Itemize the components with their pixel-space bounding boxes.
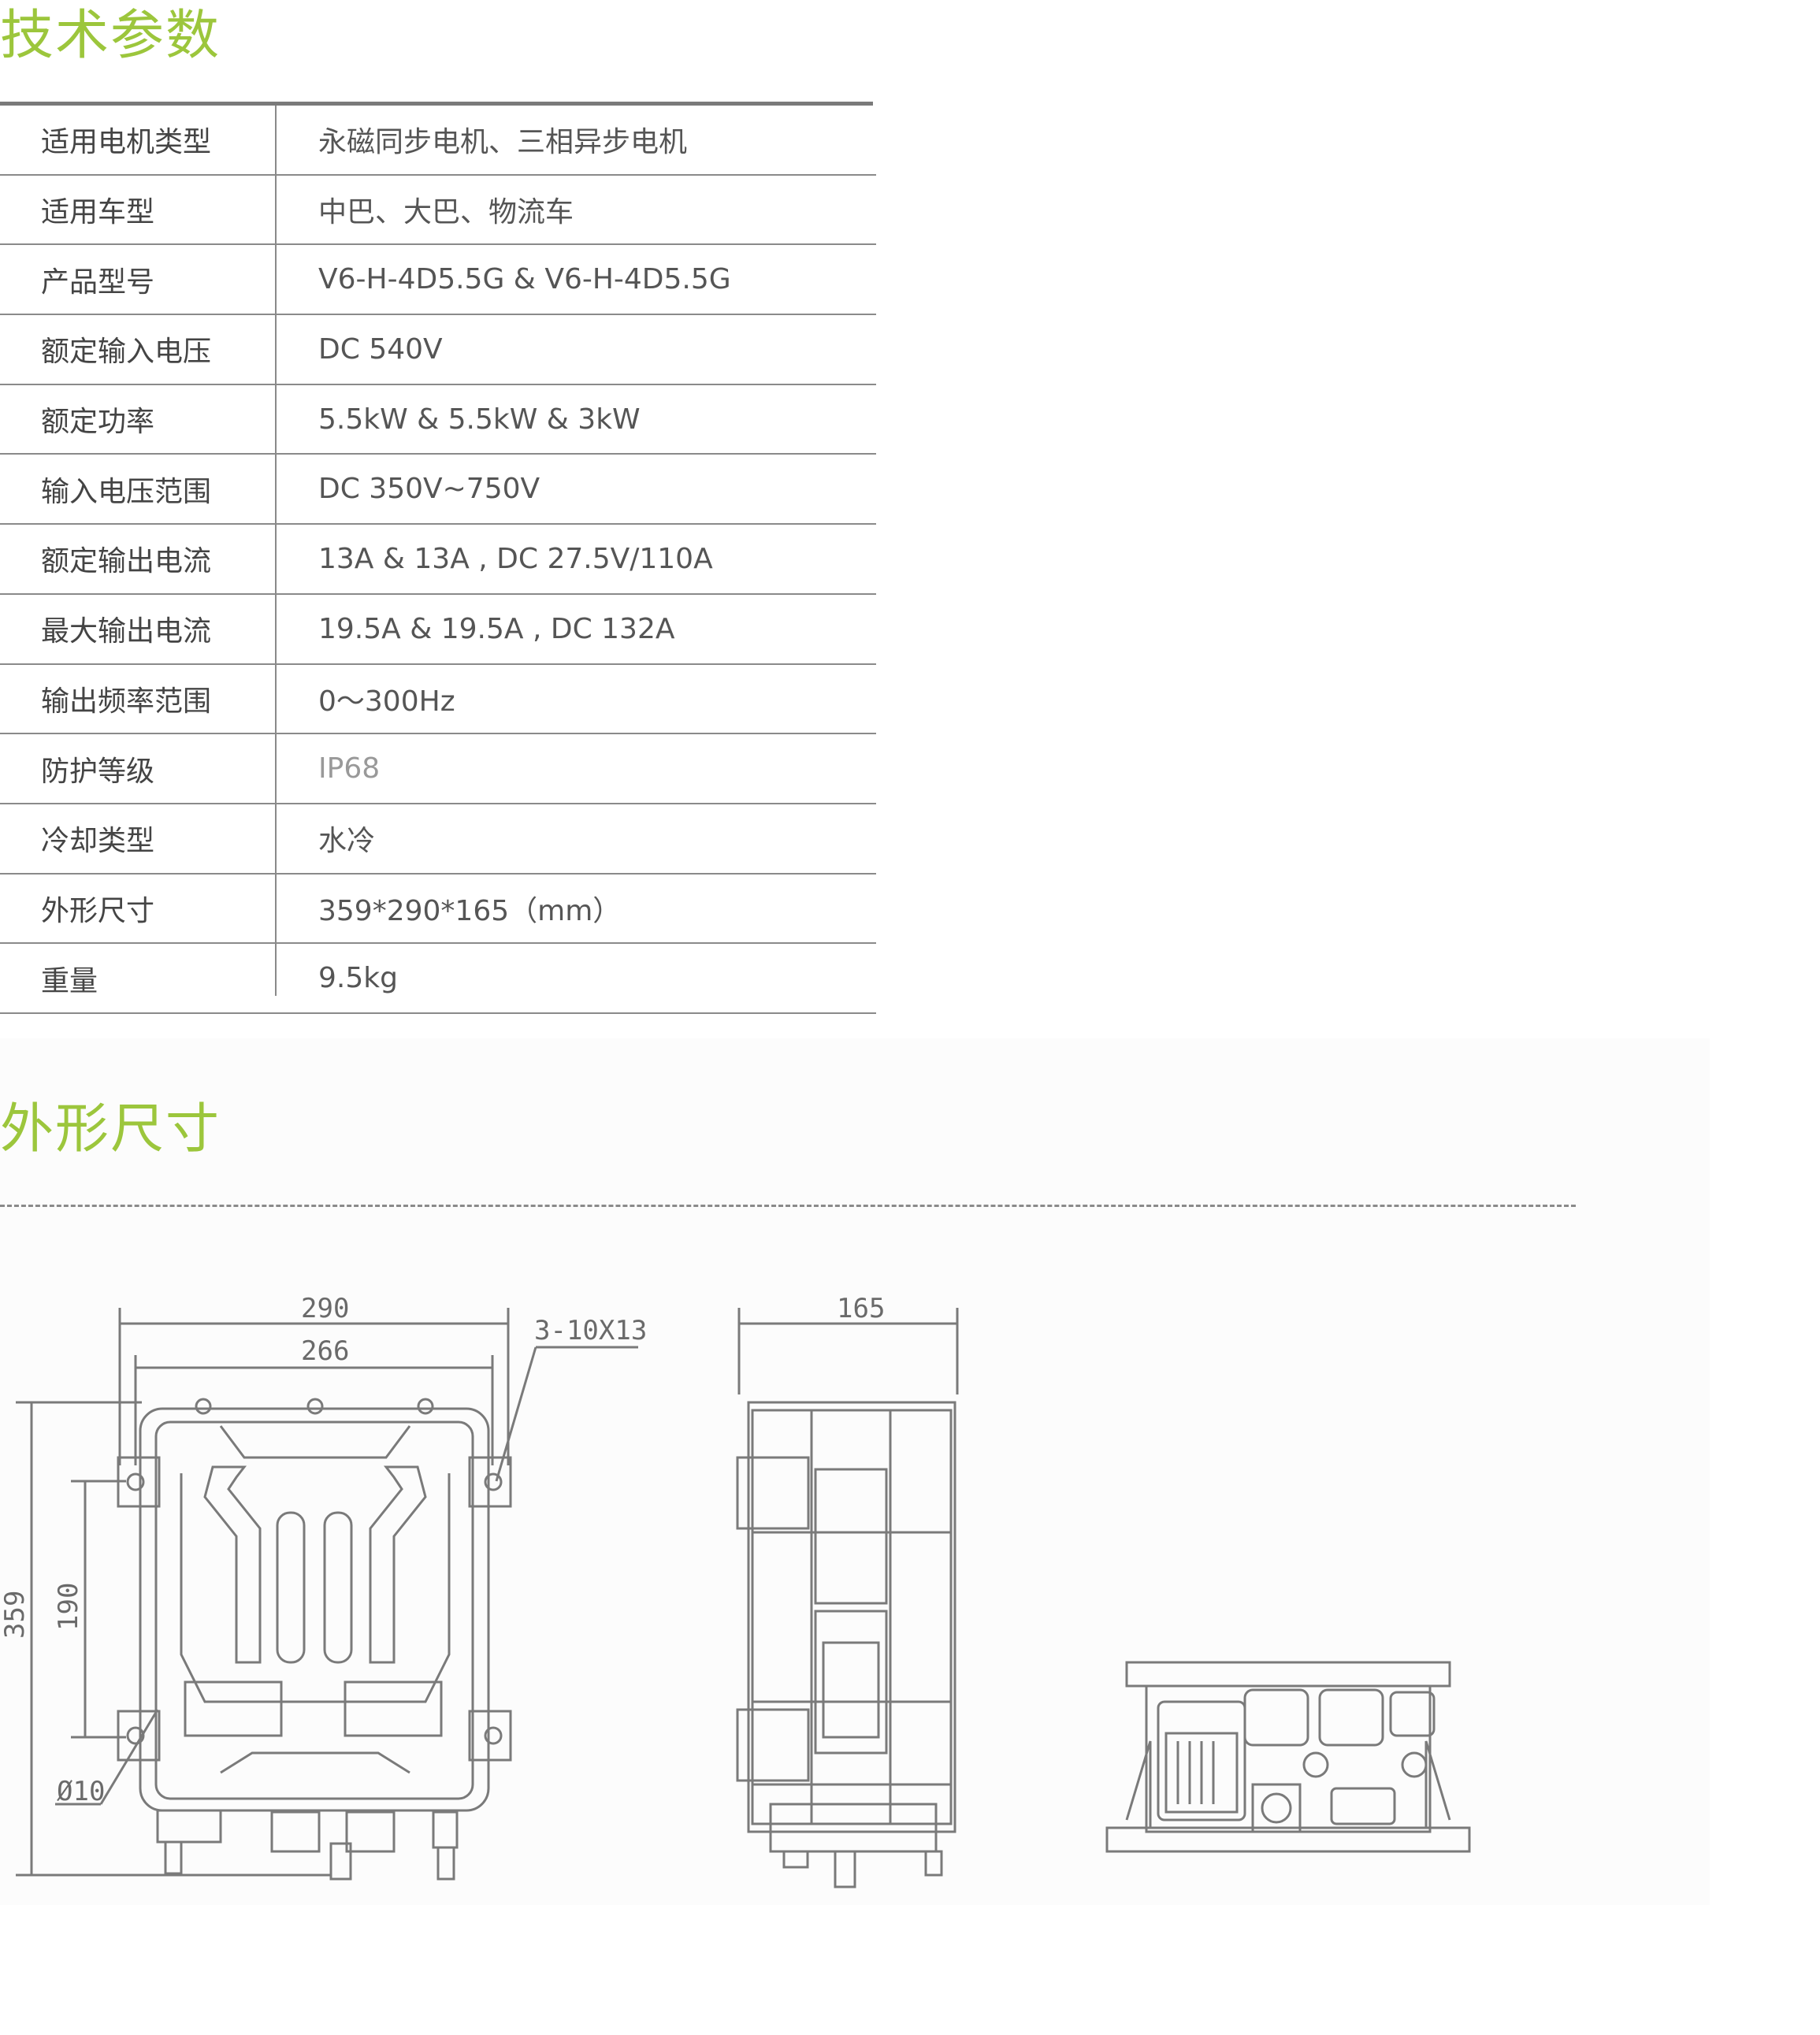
- spec-label: 输出频率范围: [41, 685, 212, 718]
- spec-row: 适用车型 中巴、大巴、物流车: [0, 176, 876, 246]
- spec-label: 适用车型: [41, 196, 155, 229]
- dashed-divider: [0, 1205, 1576, 1207]
- spec-row: 额定功率 5.5kW & 5.5kW & 3kW: [0, 385, 876, 455]
- side-view-drawing: [736, 1308, 959, 1888]
- spec-value: DC 540V: [318, 332, 443, 366]
- spec-value: 19.5A & 19.5A , DC 132A: [318, 612, 675, 645]
- spec-label: 最大输出电流: [41, 615, 212, 648]
- spec-row: 额定输入电压 DC 540V: [0, 315, 876, 385]
- spec-label: 重量: [41, 964, 98, 997]
- spec-value: 水冷: [318, 825, 376, 858]
- spec-row: 输入电压范围 DC 350V~750V: [0, 455, 876, 525]
- dim-290: 290: [301, 1293, 349, 1324]
- spec-value: 0～300Hz: [318, 685, 455, 718]
- dim-165: 165: [837, 1293, 885, 1324]
- spec-section-title: 技术参数: [0, 5, 221, 67]
- spec-value: 13A & 13A , DC 27.5V/110A: [318, 542, 713, 575]
- table-top-rule: [0, 102, 873, 106]
- spec-row: 外形尺寸 359*290*165（mm）: [0, 875, 876, 945]
- spec-label: 输入电压范围: [41, 475, 212, 508]
- spec-value: IP68: [318, 752, 381, 785]
- dim-359: 359: [0, 1591, 31, 1639]
- spec-label: 额定输出电流: [41, 545, 212, 578]
- spec-row: 最大输出电流 19.5A & 19.5A , DC 132A: [0, 595, 876, 665]
- spec-label: 外形尺寸: [41, 894, 155, 927]
- spec-row: 产品型号 V6-H-4D5.5G & V6-H-4D5.5G: [0, 245, 876, 316]
- dimension-section-title: 外形尺寸: [0, 1098, 221, 1160]
- spec-value: 5.5kW & 5.5kW & 3kW: [318, 403, 641, 436]
- spec-value: 永磁同步电机、三相异步电机: [318, 126, 688, 159]
- dim-diameter: Ø10: [57, 1776, 105, 1807]
- spec-label: 产品型号: [41, 266, 155, 299]
- dimension-drawings: 290 266 3-10X13 Ø10 165 359 190: [0, 1293, 1471, 1888]
- spec-row: 适用电机类型 永磁同步电机、三相异步电机: [0, 106, 876, 176]
- spec-row: 冷却类型 水冷: [0, 804, 876, 875]
- spec-value: 9.5kg: [318, 962, 398, 995]
- spec-value: 359*290*165（mm）: [318, 894, 622, 927]
- spec-label: 适用电机类型: [41, 126, 212, 159]
- spec-table: 适用电机类型 永磁同步电机、三相异步电机适用车型 中巴、大巴、物流车产品型号 V6-H…: [0, 102, 876, 1014]
- spec-row: 额定输出电流 13A & 13A , DC 27.5V/110A: [0, 525, 876, 595]
- spec-row: 防护等级 IP68: [0, 734, 876, 804]
- spec-label: 冷却类型: [41, 825, 155, 858]
- spec-value: DC 350V~750V: [318, 473, 540, 506]
- spec-label: 额定功率: [41, 406, 155, 439]
- spec-label: 额定输入电压: [41, 336, 212, 369]
- bottom-view-drawing: [1105, 1661, 1471, 1853]
- dim-190: 190: [53, 1583, 84, 1631]
- spec-label: 防护等级: [41, 755, 155, 788]
- spec-value: 中巴、大巴、物流车: [318, 196, 574, 229]
- spec-row: 重量 9.5kg: [0, 944, 876, 1014]
- table-column-divider: [275, 106, 277, 996]
- dim-holes: 3-10X13: [534, 1315, 647, 1346]
- dim-266: 266: [301, 1335, 349, 1367]
- front-view-drawing: [16, 1308, 638, 1881]
- spec-row: 输出频率范围 0～300Hz: [0, 665, 876, 735]
- spec-value: V6-H-4D5.5G & V6-H-4D5.5G: [318, 263, 731, 296]
